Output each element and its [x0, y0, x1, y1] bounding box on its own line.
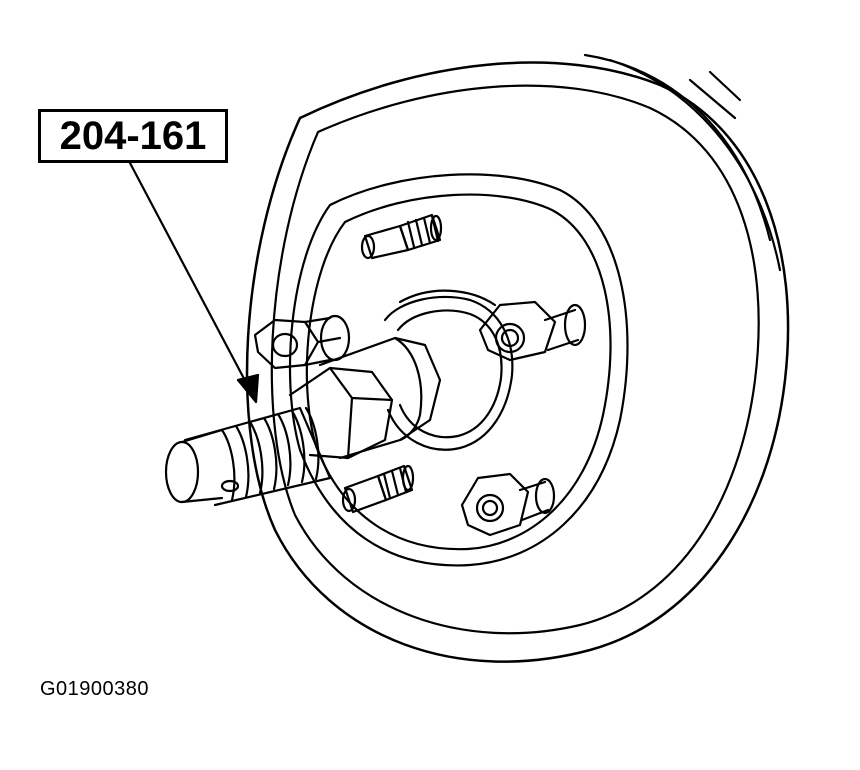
axle-bore	[383, 289, 514, 451]
lug-nut-left	[253, 314, 351, 370]
lug-nut-right	[478, 300, 587, 362]
wheel-stud-top	[360, 213, 443, 260]
figure-id-label: G01900380	[40, 678, 150, 700]
lug-nut-bottom	[460, 472, 556, 537]
brake-drum-outline	[245, 53, 790, 663]
callout-leader	[128, 161, 260, 404]
tool-callout-box: 204-161	[38, 109, 228, 163]
puller-tool-204-161	[164, 336, 442, 507]
wheel-stud-bottom	[341, 464, 415, 514]
tool-callout-label: 204-161	[59, 114, 207, 158]
